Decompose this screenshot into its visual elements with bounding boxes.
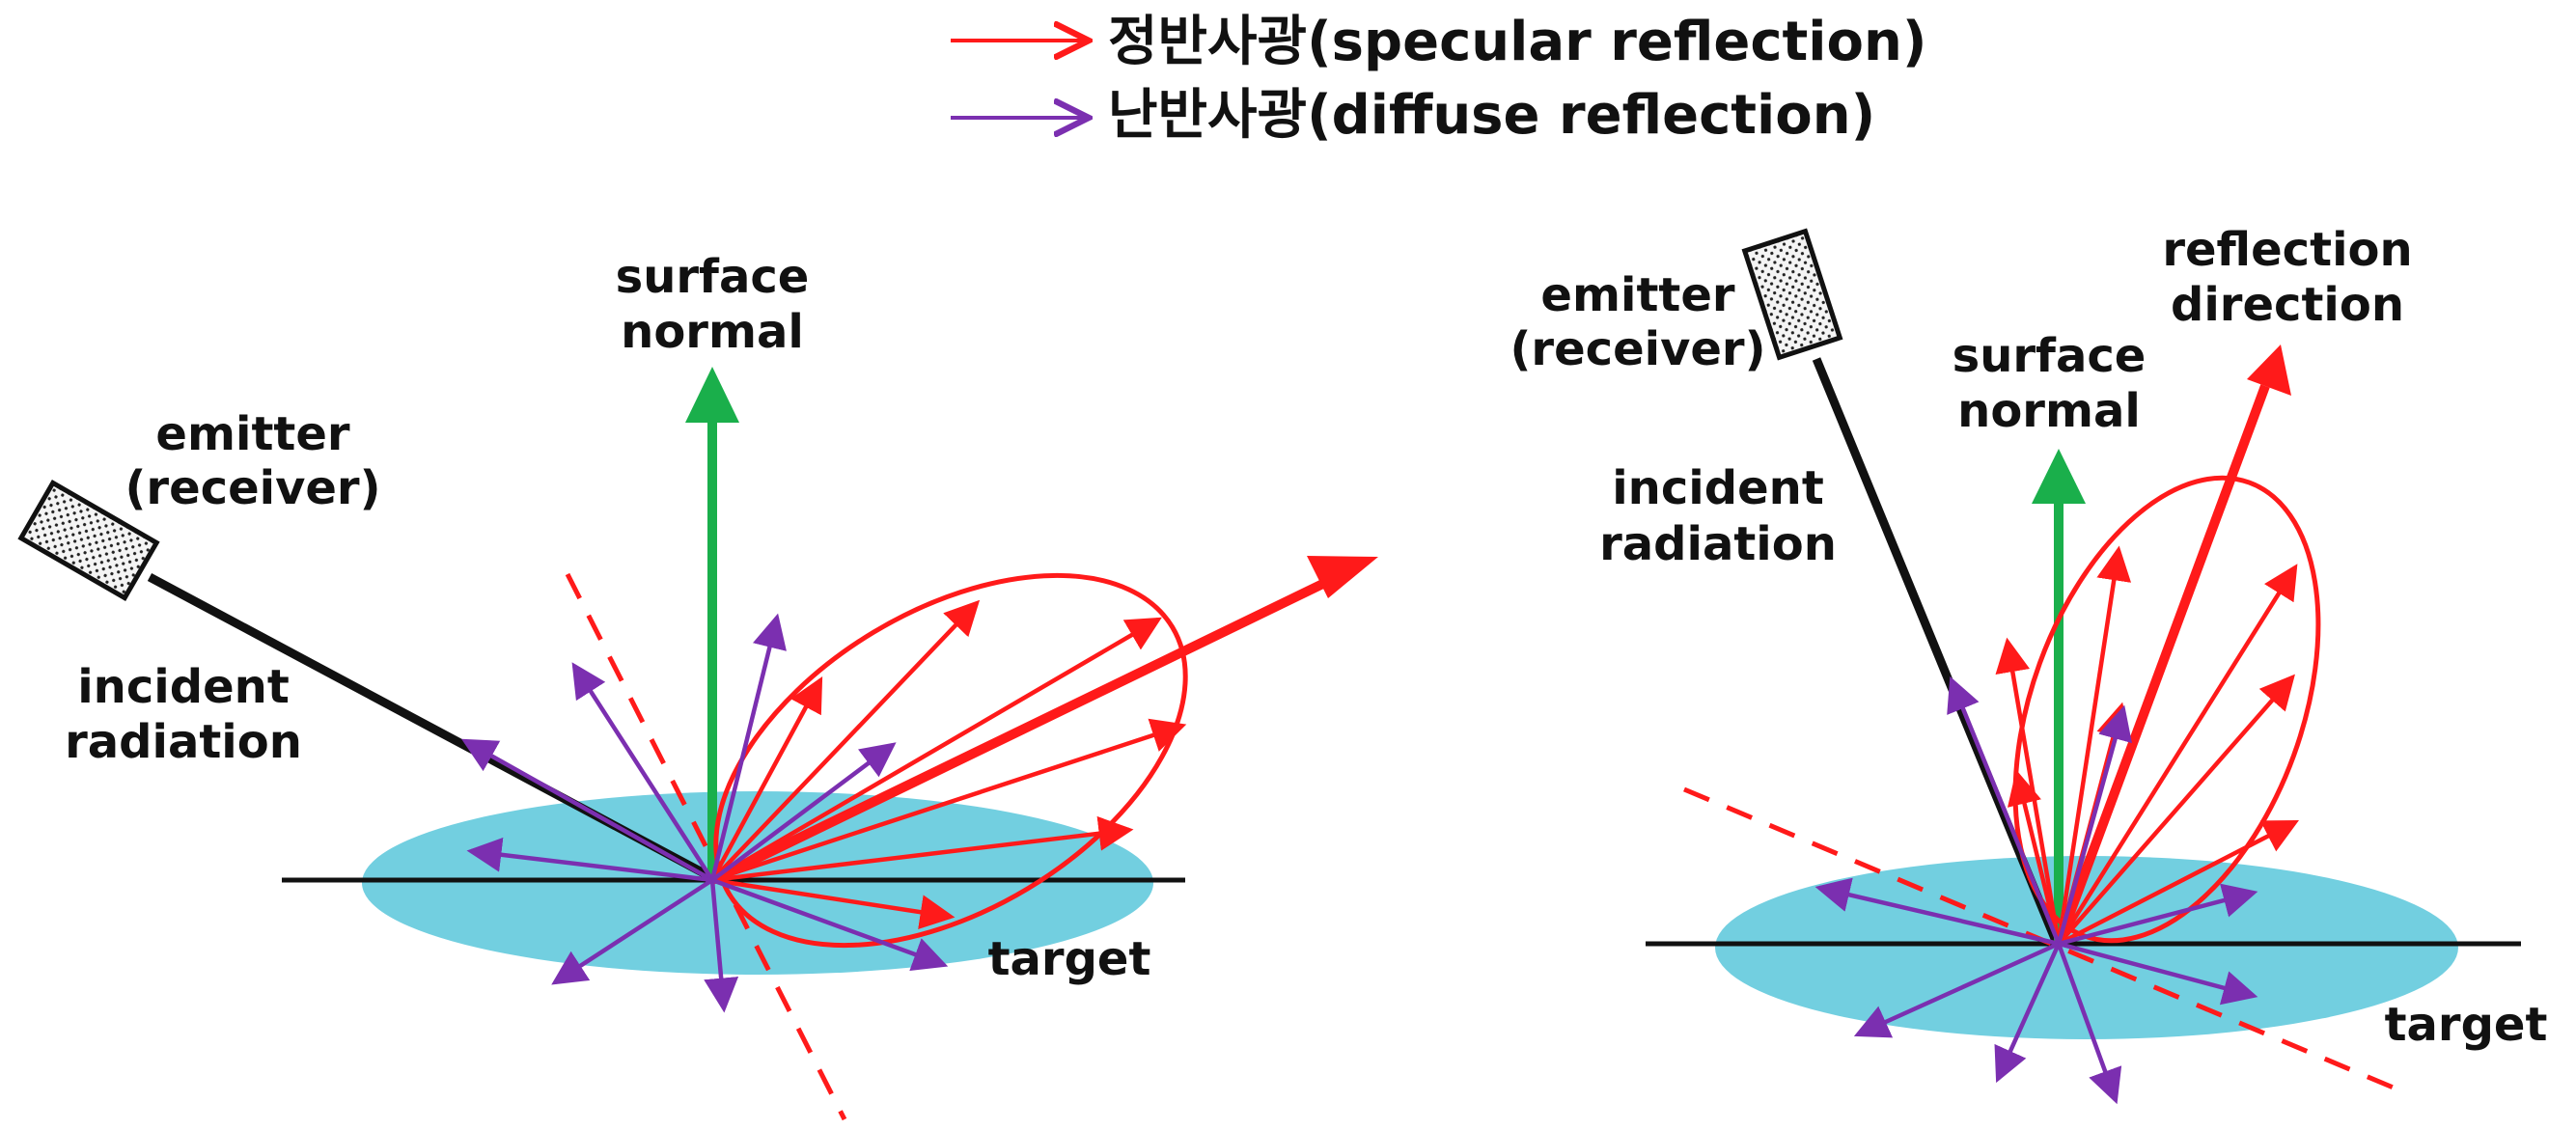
right-emitter-label-1: emitter	[1540, 268, 1734, 322]
right-emitter-label-2: (receiver)	[1510, 322, 1765, 376]
right-diagram: emitter (receiver) surface normal reflec…	[1510, 223, 2547, 1100]
left-emitter-label-2: (receiver)	[125, 461, 380, 515]
right-target-ellipse	[1715, 856, 2458, 1039]
left-diagram: surface normal emitter (receiver) incide…	[21, 250, 1378, 1119]
left-specular-main-arrowhead	[1307, 556, 1378, 598]
left-normal-arrowhead	[685, 367, 739, 423]
right-normal-arrowhead	[2032, 449, 2086, 504]
legend-specular-label: 정반사광(specular reflection)	[1108, 11, 1926, 73]
right-normal-label-1: surface	[1953, 329, 2147, 383]
right-incident-label-1: incident	[1612, 461, 1824, 515]
left-incident-label-2: radiation	[65, 715, 302, 769]
legend-diffuse-label: 난반사광(diffuse reflection)	[1108, 84, 1875, 147]
left-normal-label-1: surface	[616, 250, 810, 304]
left-target-label: target	[988, 932, 1151, 986]
right-target-label: target	[2385, 998, 2548, 1052]
right-normal-label-2: normal	[1957, 384, 2141, 438]
right-reflection-label-2: direction	[2171, 278, 2404, 332]
right-reflection-label-1: reflection	[2162, 223, 2412, 277]
right-incident-label-2: radiation	[1599, 517, 1837, 571]
legend: 정반사광(specular reflection) 난반사광(diffuse r…	[951, 11, 1926, 147]
left-normal-label-2: normal	[621, 305, 804, 359]
left-incident-label-1: incident	[77, 660, 290, 714]
left-emitter-label-1: emitter	[155, 407, 349, 461]
